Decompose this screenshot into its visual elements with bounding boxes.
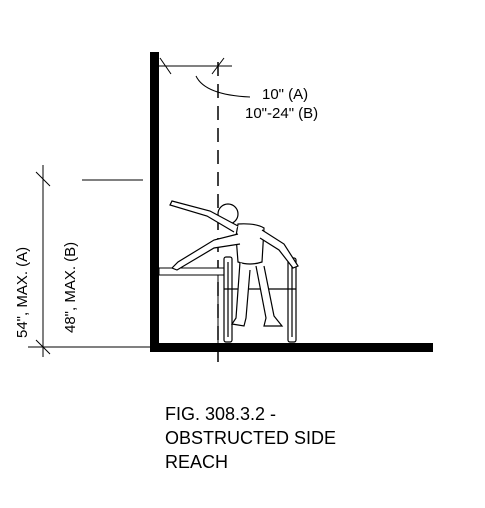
seated-person xyxy=(169,200,299,327)
caption-line-2: OBSTRUCTED SIDE xyxy=(165,428,337,448)
wall xyxy=(150,52,159,352)
vertical-dim-a-label: 54", MAX. (A) xyxy=(14,247,31,338)
caption-line-1: FIG. 308.3.2 - xyxy=(165,404,277,424)
horizontal-dim-a-label: 10" (A) xyxy=(262,86,308,103)
vertical-dimension xyxy=(28,165,150,357)
vertical-dim-b-label: 48", MAX. (B) xyxy=(62,242,79,333)
figure-caption: FIG. 308.3.2 - OBSTRUCTED SIDE REACH xyxy=(165,402,465,474)
horizontal-dim-b-label: 10"-24" (B) xyxy=(245,105,318,122)
floor xyxy=(150,343,433,352)
horizontal-dimension xyxy=(159,57,251,98)
obstruction-counter xyxy=(158,267,225,343)
caption-line-3: REACH xyxy=(165,452,229,472)
